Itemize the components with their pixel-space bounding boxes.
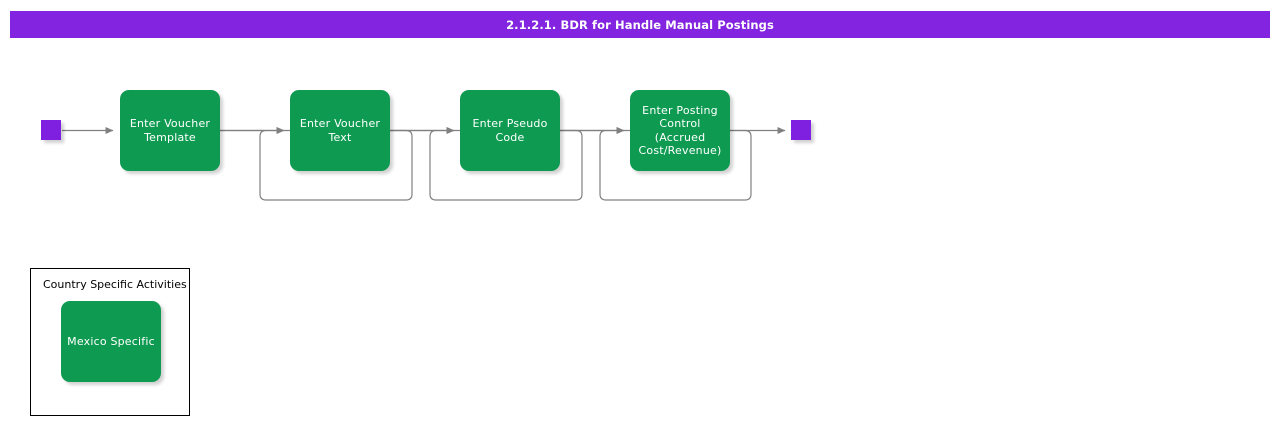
end-terminator[interactable] xyxy=(791,120,811,140)
node-enter-voucher-text[interactable]: Enter Voucher Text xyxy=(290,90,390,171)
start-terminator[interactable] xyxy=(41,120,61,140)
node-label: Enter Pseudo Code xyxy=(472,117,548,144)
node-label: Enter Voucher Template xyxy=(129,117,211,144)
title-bar: 2.1.2.1. BDR for Handle Manual Postings xyxy=(10,11,1270,38)
node-enter-pseudo-code[interactable]: Enter Pseudo Code xyxy=(460,90,560,171)
group-country-specific-activities: Country Specific Activities Mexico Speci… xyxy=(30,268,190,416)
group-title: Country Specific Activities xyxy=(43,278,187,291)
page-title: 2.1.2.1. BDR for Handle Manual Postings xyxy=(506,17,774,32)
node-enter-voucher-template[interactable]: Enter Voucher Template xyxy=(120,90,220,171)
node-label: Enter Posting Control (Accrued Cost/Reve… xyxy=(638,103,722,158)
node-label: Mexico Specific xyxy=(67,334,155,348)
node-enter-posting-control[interactable]: Enter Posting Control (Accrued Cost/Reve… xyxy=(630,90,730,171)
node-label: Enter Voucher Text xyxy=(299,117,381,144)
node-mexico-specific[interactable]: Mexico Specific xyxy=(61,301,161,382)
